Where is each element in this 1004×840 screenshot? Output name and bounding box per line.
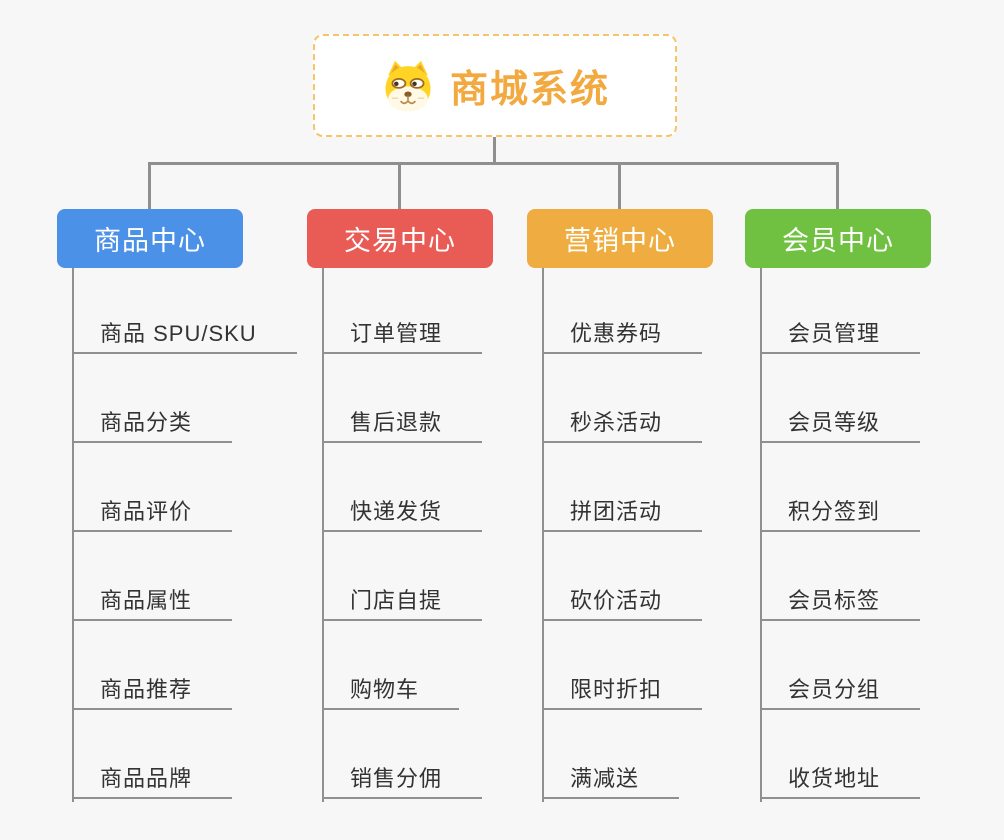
leaf-node[interactable]: 会员分组 xyxy=(760,676,921,710)
leaf-node[interactable]: 门店自提 xyxy=(322,587,483,621)
branch-node-product-center[interactable]: 商品中心 xyxy=(57,209,243,268)
branch-children-product: 商品 SPU/SKU 商品分类 商品评价 商品属性 商品推荐 商品品牌 xyxy=(72,268,322,802)
branch-children-marketing: 优惠券码 秒杀活动 拼团活动 砍价活动 限时折扣 满减送 xyxy=(542,268,792,802)
leaf-node[interactable]: 销售分佣 xyxy=(322,765,483,799)
leaf-node[interactable]: 秒杀活动 xyxy=(542,409,703,443)
leaf-node[interactable]: 商品 SPU/SKU xyxy=(72,320,297,354)
leaf-node[interactable]: 商品品牌 xyxy=(72,765,233,799)
leaf-node[interactable]: 会员等级 xyxy=(760,409,921,443)
connector-bus xyxy=(148,162,839,165)
branch-children-trade: 订单管理 售后退款 快递发货 门店自提 购物车 销售分佣 xyxy=(322,268,572,802)
branch-node-trade-center[interactable]: 交易中心 xyxy=(307,209,493,268)
connector-root-trunk xyxy=(493,137,496,165)
leaf-node[interactable]: 限时折扣 xyxy=(542,676,703,710)
root-node-mall-system[interactable]: 商城系统 xyxy=(313,34,677,137)
leaf-node[interactable]: 收货地址 xyxy=(760,765,921,799)
leaf-node[interactable]: 快递发货 xyxy=(322,498,483,532)
leaf-node[interactable]: 售后退款 xyxy=(322,409,483,443)
leaf-node[interactable]: 订单管理 xyxy=(322,320,483,354)
leaf-node[interactable]: 购物车 xyxy=(322,676,460,710)
leaf-node[interactable]: 优惠券码 xyxy=(542,320,703,354)
connector-drop-product xyxy=(148,162,151,209)
leaf-node[interactable]: 满减送 xyxy=(542,765,680,799)
leaf-node[interactable]: 商品分类 xyxy=(72,409,233,443)
root-title: 商城系统 xyxy=(449,69,610,111)
leaf-node[interactable]: 商品属性 xyxy=(72,587,233,621)
leaf-node[interactable]: 商品评价 xyxy=(72,498,233,532)
branch-children-member: 会员管理 会员等级 积分签到 会员标签 会员分组 收货地址 xyxy=(760,268,1004,802)
dog-face-icon xyxy=(385,60,431,112)
connector-drop-member xyxy=(836,162,839,209)
leaf-node[interactable]: 商品推荐 xyxy=(72,676,233,710)
leaf-node[interactable]: 会员管理 xyxy=(760,320,921,354)
leaf-node[interactable]: 会员标签 xyxy=(760,587,921,621)
branch-node-member-center[interactable]: 会员中心 xyxy=(745,209,931,268)
leaf-node[interactable]: 拼团活动 xyxy=(542,498,703,532)
connector-drop-trade xyxy=(398,162,401,209)
connector-drop-marketing xyxy=(618,162,621,209)
leaf-node[interactable]: 积分签到 xyxy=(760,498,921,532)
branch-node-marketing-center[interactable]: 营销中心 xyxy=(527,209,713,268)
leaf-node[interactable]: 砍价活动 xyxy=(542,587,703,621)
